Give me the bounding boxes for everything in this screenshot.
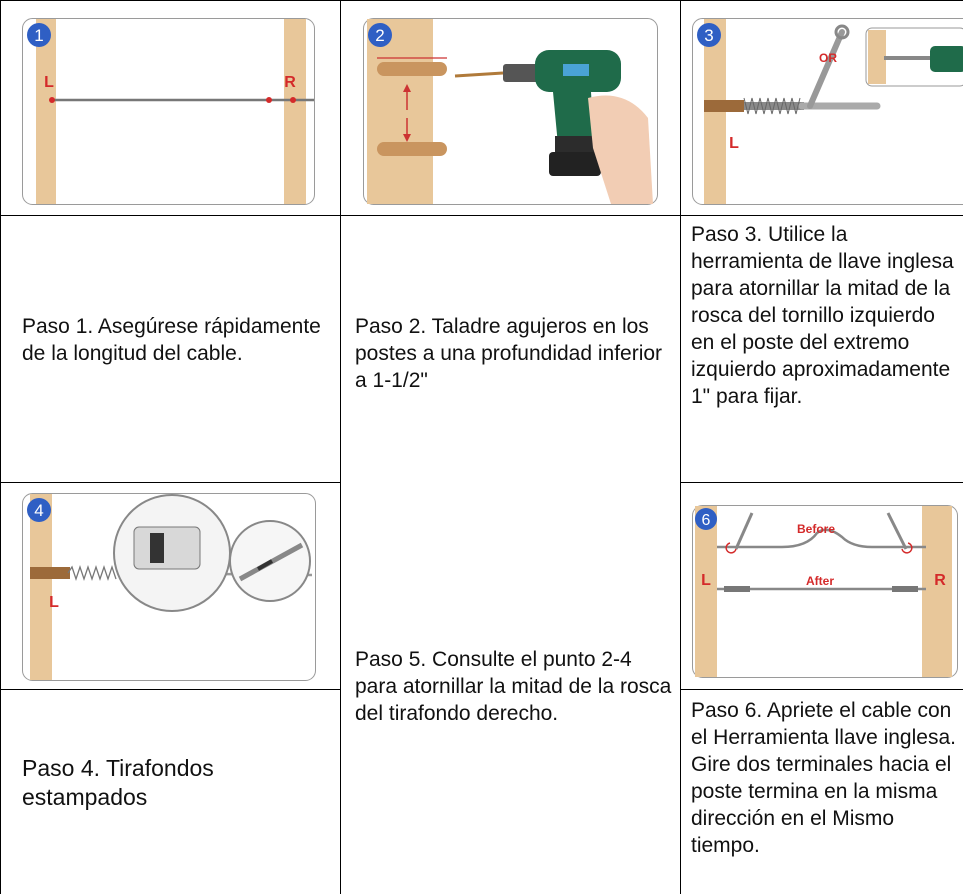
rotate-left-icon [725, 542, 737, 554]
grid-divider-col2 [680, 0, 681, 894]
step4-badge-icon [27, 498, 51, 522]
right-post [284, 19, 306, 204]
wood-post [367, 19, 433, 204]
label-left: L [729, 135, 739, 152]
label-right: R [934, 572, 946, 589]
step1-image: 1 L R [22, 18, 315, 205]
grid-divider-row3-left [0, 689, 340, 690]
step1-text: Paso 1. Asegúrese rápidamente de la long… [22, 315, 321, 365]
label-left: L [44, 74, 54, 91]
drill-icon [454, 50, 653, 204]
label-or: OR [819, 51, 837, 65]
grid-divider-row1 [0, 215, 963, 216]
drill-icon [930, 46, 963, 72]
step6-text: Paso 6. Apriete el cable con el Herramie… [691, 699, 956, 857]
cable-before [717, 528, 926, 549]
step4-image: 4 L [22, 493, 316, 681]
step6-image: Before After L R 6 [692, 505, 963, 678]
grid-divider-col1 [340, 0, 341, 894]
left-post [30, 494, 52, 680]
screw-icon [743, 97, 804, 115]
wrench-icon [798, 24, 881, 110]
label-after: After [806, 574, 834, 588]
marker-mid [266, 97, 272, 103]
hole-top [377, 62, 447, 76]
label-before: Before [797, 522, 835, 536]
grid-divider-row3-right [680, 689, 963, 690]
grid-divider-row2-left [0, 482, 340, 483]
step3-text: Paso 3. Utilice la herramienta de llave … [691, 223, 954, 408]
step4-badge: 4 [34, 501, 43, 520]
label-left: L [701, 572, 711, 589]
arrow-down-icon [403, 134, 411, 142]
step2-image: 2 [363, 18, 658, 205]
grid-border-left [0, 0, 1, 894]
hole-bottom [377, 142, 447, 156]
step2-text: Paso 2. Taladre agujeros en los postes a… [355, 315, 663, 392]
left-post [36, 19, 56, 204]
step2-badge-icon [368, 23, 392, 47]
step6-badge-icon [695, 508, 717, 530]
step3-badge: 3 [704, 26, 713, 45]
arrow-up-icon [403, 84, 411, 92]
marker-right [290, 97, 296, 103]
rotate-right-icon [901, 542, 913, 554]
label-right: R [284, 74, 296, 91]
grid-border-top [0, 0, 963, 1]
step5-text: Paso 5. Consulte el punto 2-4 para atorn… [355, 648, 672, 725]
grid-divider-row2-right [680, 482, 963, 483]
label-left: L [49, 594, 59, 611]
step4-text: Paso 4. Tirafondos estampados [22, 755, 214, 810]
step1-badge-icon [27, 23, 51, 47]
wrench-left-icon [734, 512, 754, 550]
step1-badge: 1 [34, 26, 43, 45]
left-post [695, 506, 717, 677]
wrench-right-icon [886, 512, 908, 550]
step3-image: OR 3 L [692, 18, 963, 205]
right-post [922, 506, 952, 677]
step3-badge-icon [697, 23, 721, 47]
step2-badge: 2 [375, 26, 384, 45]
step6-badge: 6 [702, 512, 711, 529]
marker-left [49, 97, 55, 103]
